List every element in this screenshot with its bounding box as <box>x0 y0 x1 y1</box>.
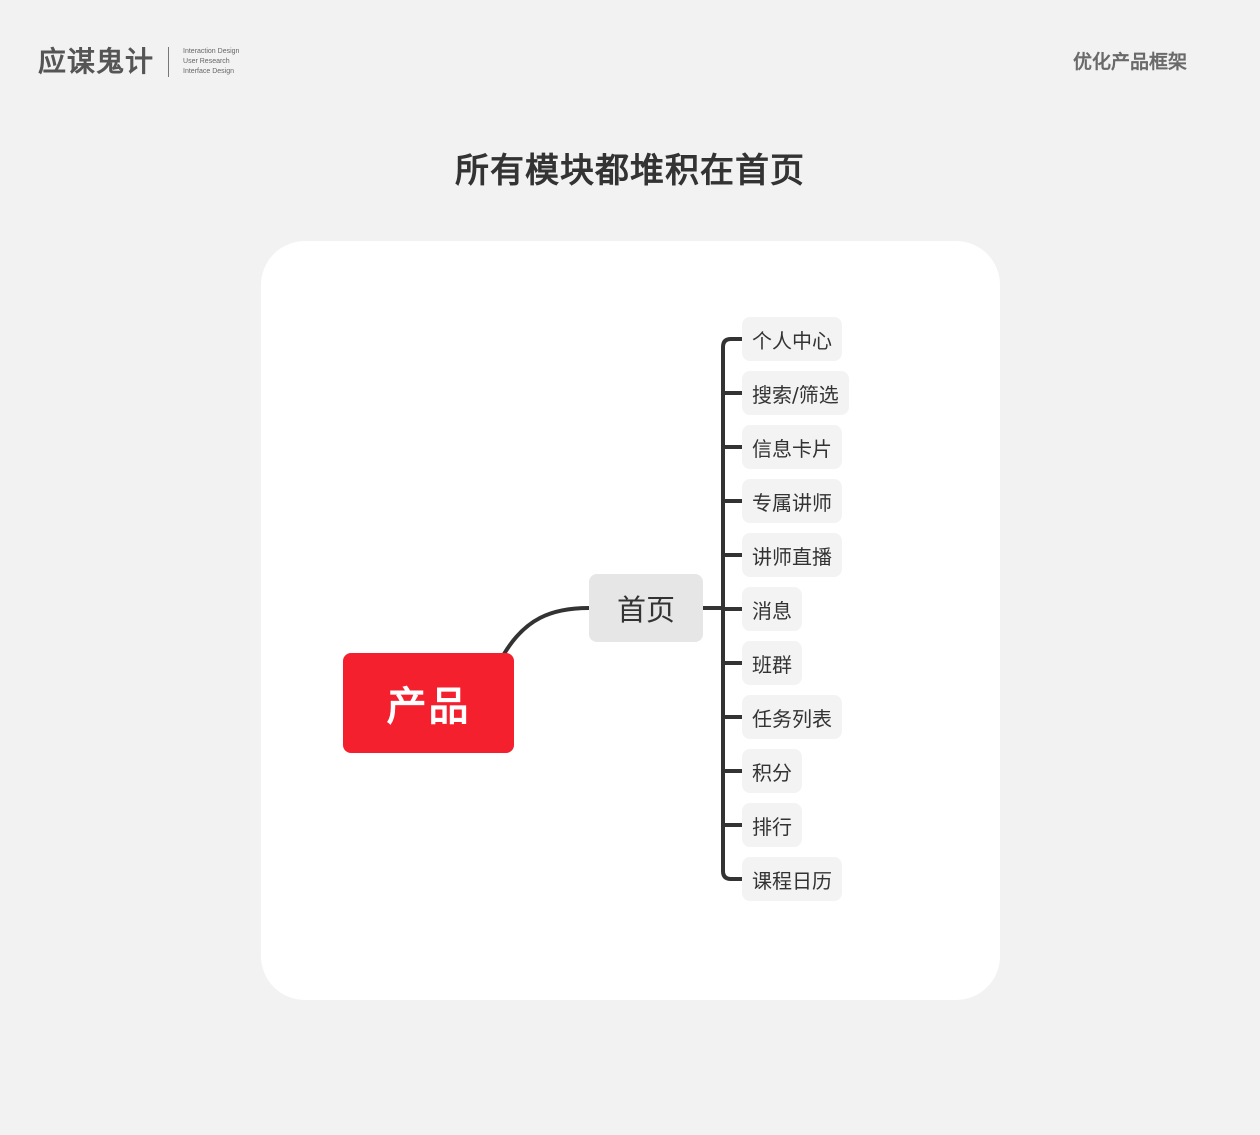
leaf-node: 课程日历 <box>742 857 842 901</box>
brand-tag: Interaction Design <box>183 48 240 55</box>
brand-tag: User Research <box>183 58 230 65</box>
root-node: 产品 <box>343 653 514 753</box>
leaf-node: 讲师直播 <box>742 533 842 577</box>
root-hub-connector <box>502 606 591 656</box>
leaf-node: 积分 <box>742 749 802 793</box>
hub-node: 首页 <box>589 574 703 642</box>
leaf-node: 专属讲师 <box>742 479 842 523</box>
brand-tags: Interaction Design User Research Interfa… <box>183 47 239 77</box>
leaf-node: 个人中心 <box>742 317 842 361</box>
page-title: 所有模块都堆积在首页 <box>455 151 805 191</box>
brand-tag: Interface Design <box>183 68 234 75</box>
brand-divider <box>168 47 170 77</box>
mindmap-card: 产品 首页 个人中心搜索/筛选信息卡片专属讲师讲师直播消息班群任务列表积分排行课… <box>261 241 1000 1000</box>
leaf-node: 信息卡片 <box>742 425 842 469</box>
leaf-node: 消息 <box>742 587 802 631</box>
leaf-node: 搜索/筛选 <box>742 371 849 415</box>
section-name: 优化产品框架 <box>1072 51 1187 73</box>
leaf-node: 任务列表 <box>742 695 842 739</box>
brand-name: 应谋鬼计 <box>38 45 155 78</box>
leaf-node: 排行 <box>742 803 802 847</box>
leaf-connectors <box>703 337 744 881</box>
mindmap-connectors <box>502 337 744 881</box>
leaf-node: 班群 <box>742 641 802 685</box>
brand-logo: 应谋鬼计 Interaction Design User Research In… <box>38 44 239 80</box>
